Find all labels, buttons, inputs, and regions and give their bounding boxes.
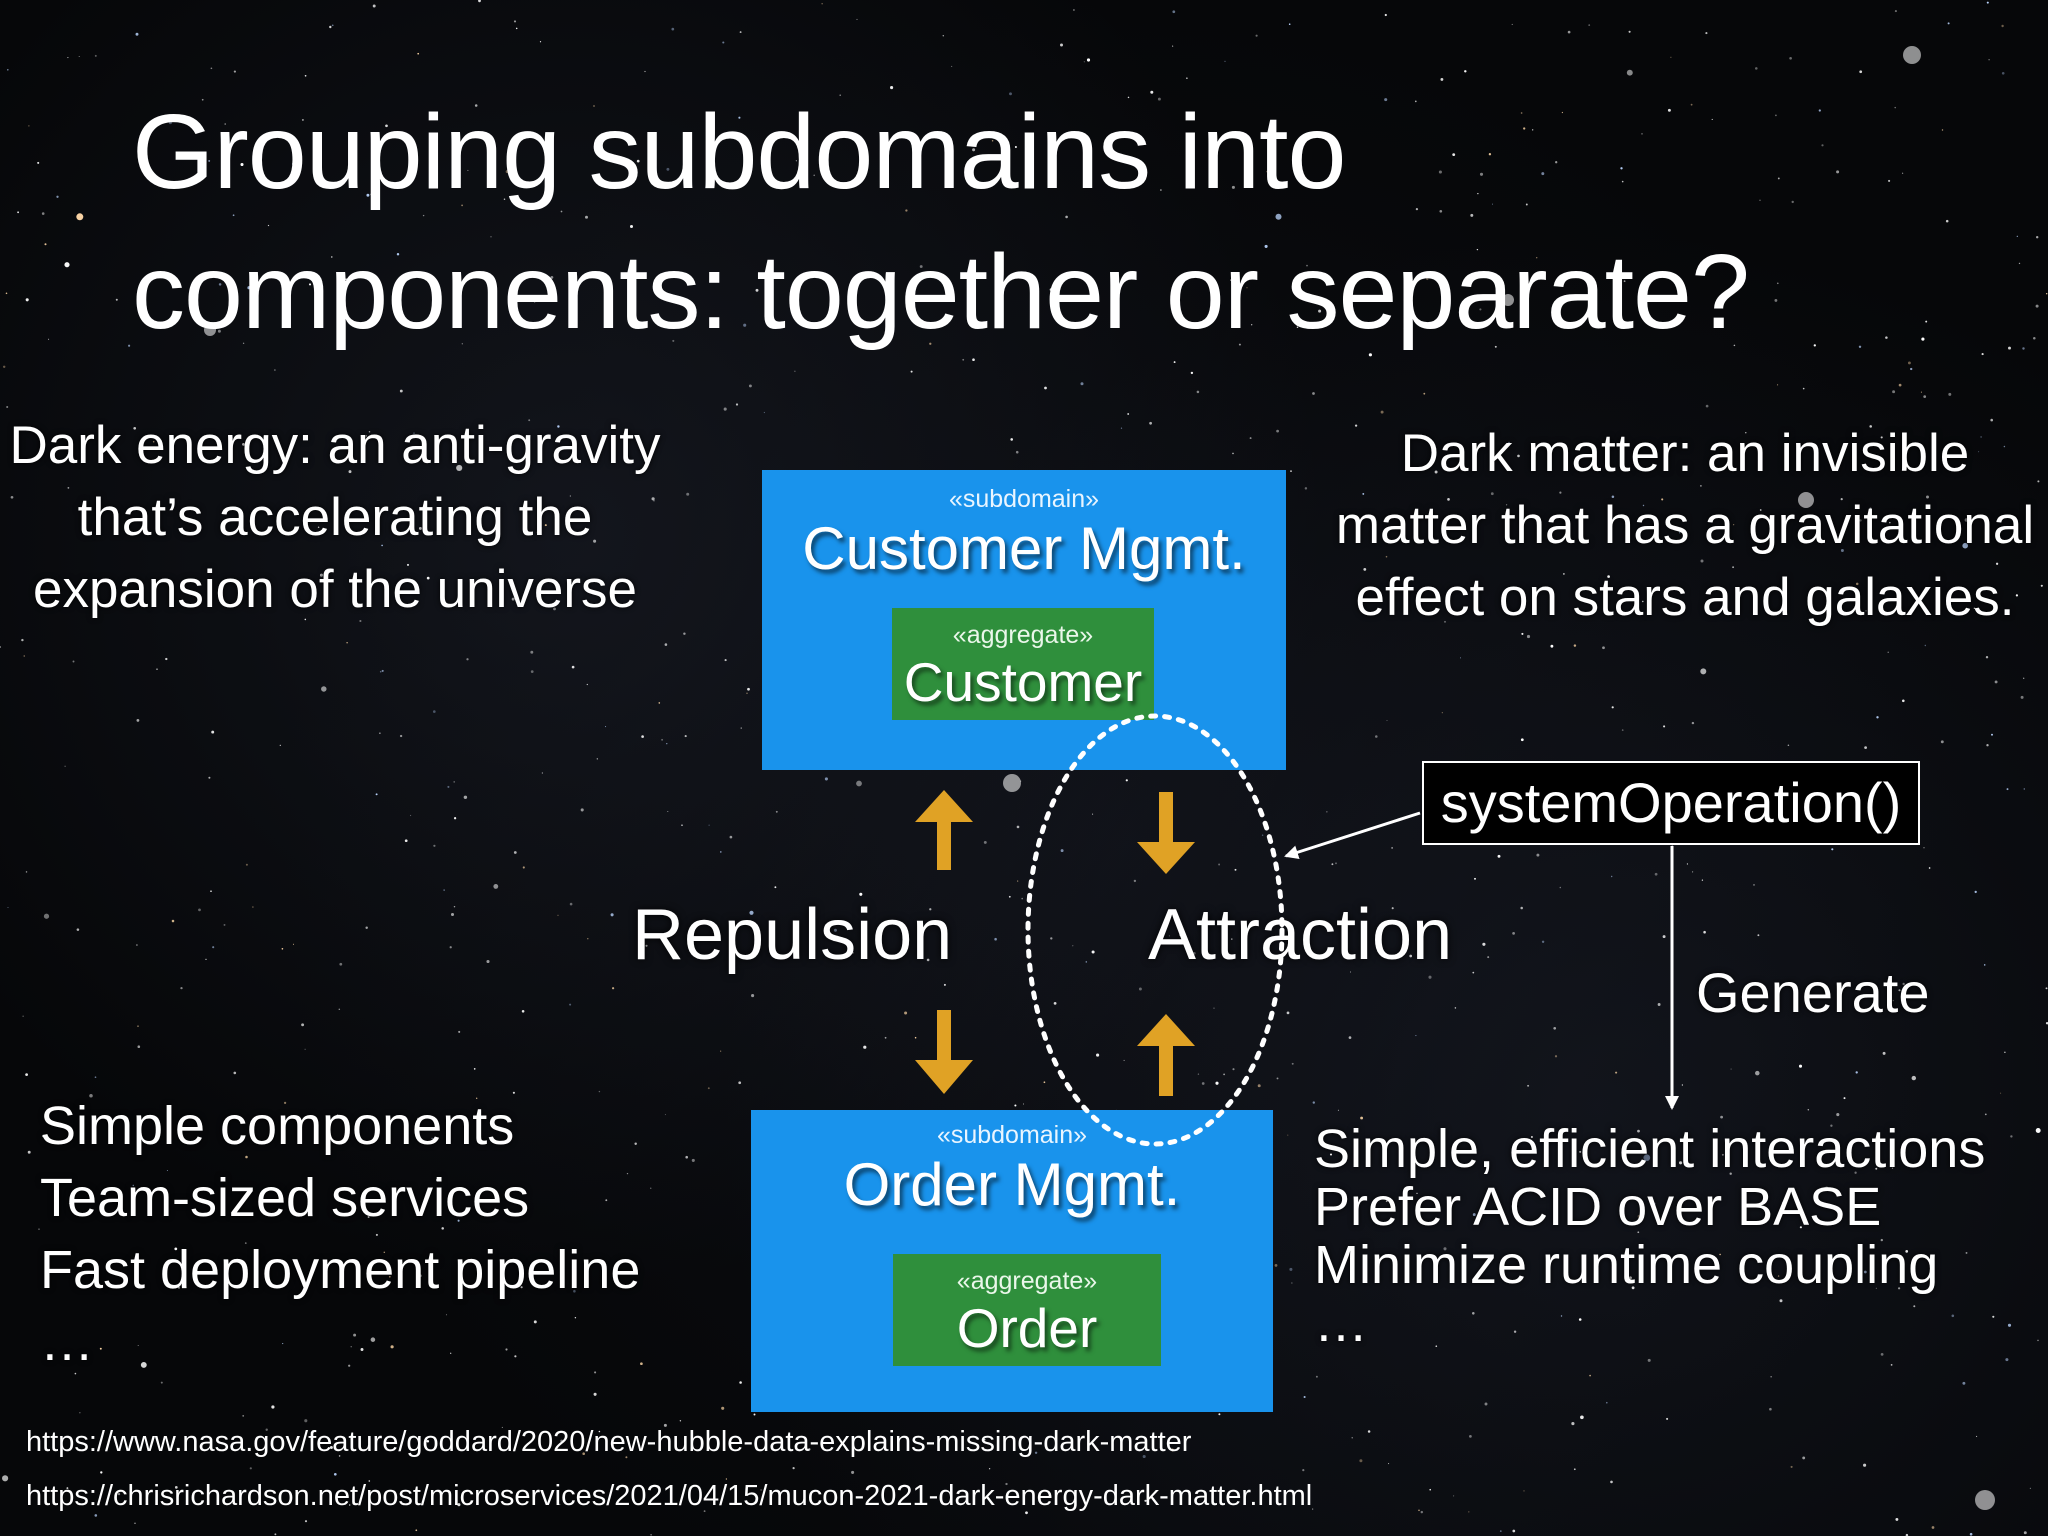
order-subdomain-box: «subdomain» Order Mgmt. «aggregate» Orde…	[751, 1110, 1273, 1412]
dark-matter-benefits-list: Simple, efficient interactions Prefer AC…	[1314, 1120, 1985, 1352]
list-item: Simple components	[40, 1096, 515, 1156]
aggregate-name: Order	[956, 1297, 1098, 1359]
subdomain-name: Customer Mgmt.	[802, 515, 1246, 582]
dark-energy-benefits-list: Simple components Team-sized services Fa…	[40, 1090, 640, 1378]
aggregate-stereotype: «aggregate»	[952, 621, 1094, 649]
aggregate-name: Customer	[903, 651, 1143, 713]
list-item: Team-sized services	[40, 1168, 530, 1228]
title-line-2: components: together or separate?	[132, 233, 1750, 351]
system-operation-box: systemOperation()	[1422, 761, 1920, 845]
subdomain-stereotype: «subdomain»	[948, 485, 1100, 513]
generate-label: Generate	[1696, 961, 1930, 1024]
title-line-1: Grouping subdomains into	[132, 93, 1346, 211]
list-item: …	[1314, 1293, 1368, 1353]
slide-title: Grouping subdomains into components: tog…	[132, 82, 1982, 362]
subdomain-name: Order Mgmt.	[843, 1151, 1181, 1218]
aggregate-stereotype: «aggregate»	[956, 1267, 1098, 1295]
list-item: Fast deployment pipeline	[40, 1240, 641, 1300]
nasa-reference-link[interactable]: https://www.nasa.gov/feature/goddard/202…	[26, 1426, 1192, 1458]
subdomain-stereotype: «subdomain»	[936, 1121, 1088, 1149]
repulsion-label: Repulsion	[632, 895, 953, 975]
list-item: Prefer ACID over BASE	[1314, 1177, 1882, 1237]
list-item: Minimize runtime coupling	[1314, 1235, 1939, 1295]
customer-subdomain-box: «subdomain» Customer Mgmt. «aggregate» C…	[762, 470, 1286, 770]
customer-aggregate-box: «aggregate» Customer	[892, 608, 1154, 720]
dark-matter-description: Dark matter: an invisible matter that ha…	[1335, 424, 2035, 627]
blog-reference-link[interactable]: https://chrisrichardson.net/post/microse…	[26, 1480, 1313, 1512]
order-aggregate-box: «aggregate» Order	[893, 1254, 1161, 1366]
list-item: …	[40, 1312, 94, 1372]
attraction-label: Attraction	[1148, 895, 1453, 975]
list-item: Simple, efficient interactions	[1314, 1119, 1986, 1179]
dark-energy-description: Dark energy: an anti-gravity that’s acce…	[9, 416, 661, 619]
